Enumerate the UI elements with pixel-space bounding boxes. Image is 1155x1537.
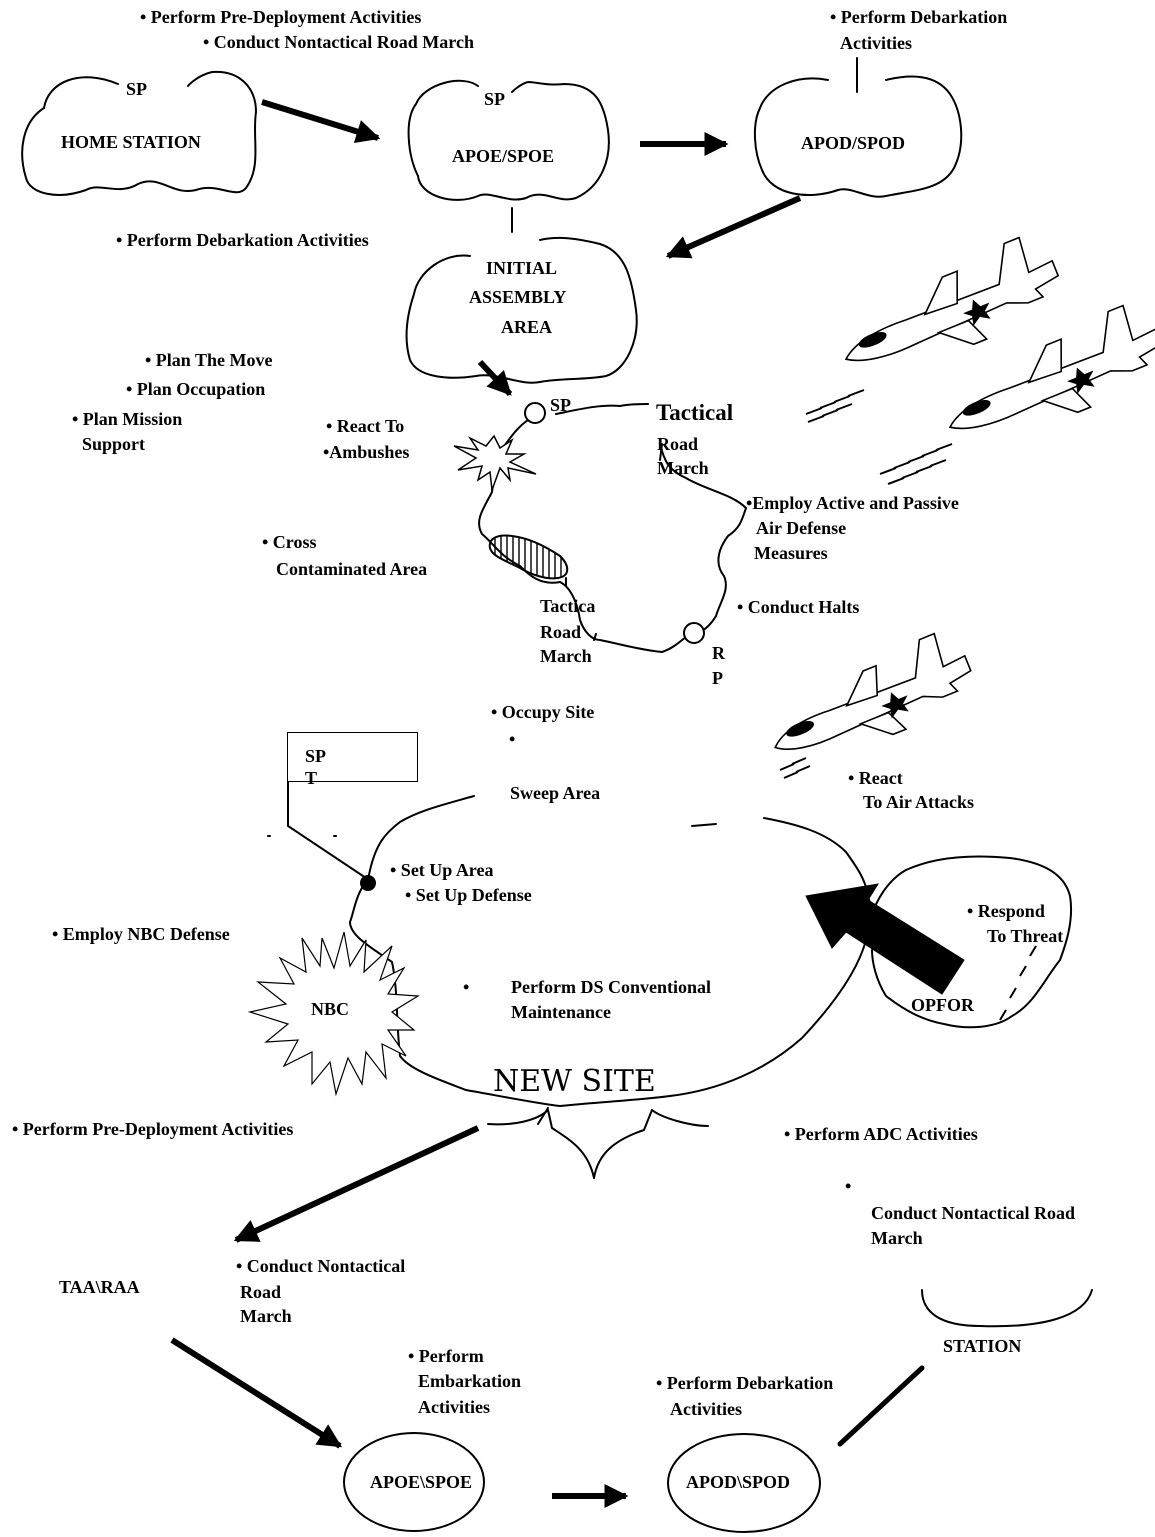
label-apod-spod-bottom: APOD\SPOD: [686, 1472, 791, 1492]
label-area: AREA: [501, 317, 553, 337]
label-cross: • Cross: [262, 532, 317, 552]
label-occupy-bullet: •: [509, 729, 516, 749]
label-sp-home: SP: [126, 79, 148, 99]
label-sp-apoe: SP: [484, 89, 506, 109]
label-plan-occupation: • Plan Occupation: [126, 379, 266, 399]
label-pre-deployment-bottom: • Perform Pre-Deployment Activities: [12, 1119, 294, 1139]
label-apoe-spoe: APOE/SPOE: [452, 146, 555, 166]
contrail-lines: [779, 389, 1037, 1021]
initial-assembly-area: [405, 236, 638, 384]
apod-spod-area: [753, 75, 963, 198]
label-adc-bullet: •: [845, 1176, 852, 1196]
sp-node: [524, 402, 546, 424]
label-ds-maintenance: Perform DS Conventional: [511, 977, 711, 997]
label-opfor: OPFOR: [911, 995, 974, 1015]
label-debarkation-top-2: Activities: [840, 33, 912, 53]
new-site-brace: [487, 1109, 709, 1179]
label-nontactical-bottom: • Conduct Nontactical: [236, 1256, 406, 1276]
label-road-1: Road: [657, 434, 699, 454]
station-arc: [921, 1289, 1093, 1328]
label-nontactical-right: Conduct Nontactical Road: [871, 1203, 1076, 1223]
contaminated-area: [488, 534, 569, 580]
label-taa-raa: TAA\RAA: [59, 1277, 140, 1297]
label-new-site: NEW SITE: [493, 1064, 656, 1099]
enemy-aircraft-icon: [774, 236, 1155, 750]
label-air-defense: Air Defense: [756, 518, 847, 538]
apoe-spoe-area: [407, 79, 610, 201]
label-maintenance: Maintenance: [511, 1002, 611, 1022]
ambush-burst-icon: [453, 434, 537, 491]
label-plan-mission: • Plan Mission: [72, 409, 183, 429]
label-debark-bottom-activities: Activities: [670, 1399, 742, 1419]
label-apod-spod: APOD/SPOD: [801, 133, 906, 153]
label-employ-nbc: • Employ NBC Defense: [52, 924, 230, 944]
rp-node: [683, 622, 705, 644]
label-pre-deployment-top: • Perform Pre-Deployment Activities: [140, 7, 422, 27]
spt-box: [287, 732, 418, 782]
apod-spod-oval: [667, 1433, 821, 1533]
label-nontactical-right-march: March: [871, 1228, 923, 1248]
label-respond: • Respond: [967, 901, 1045, 921]
label-to-threat: To Threat: [987, 926, 1064, 946]
label-rp-r: R: [712, 643, 725, 663]
label-spt-sp: SP: [305, 746, 327, 766]
label-contaminated-area: Contaminated Area: [276, 559, 428, 579]
label-road-2: Road: [540, 622, 582, 642]
label-nontactical-bottom-road: Road: [240, 1282, 282, 1302]
label-assembly: ASSEMBLY: [469, 287, 567, 307]
label-spt-t: T: [305, 768, 318, 788]
label-react-air: • React: [848, 768, 903, 788]
label-tactica: Tactica: [540, 596, 596, 616]
label-react-to: • React To: [326, 416, 405, 436]
label-measures: Measures: [754, 543, 828, 563]
opfor-attack-arrow: [805, 883, 965, 995]
nbc-burst-icon: [247, 931, 420, 1097]
label-march-1: March: [657, 458, 709, 478]
label-sp-route: SP: [550, 395, 572, 415]
label-debarkation-top: • Perform Debarkation: [830, 7, 1008, 27]
label-embark-activities: Activities: [418, 1397, 490, 1417]
label-debark-bottom: • Perform Debarkation: [656, 1373, 834, 1393]
label-ambushes: •Ambushes: [323, 442, 410, 462]
label-apoe-spoe-bottom: APOE\SPOE: [370, 1472, 473, 1492]
label-tactical: Tactical: [656, 400, 734, 425]
label-embarkation: Embarkation: [418, 1371, 522, 1391]
label-ds-bullet: •: [463, 977, 470, 997]
label-plan-move: • Plan The Move: [145, 350, 273, 370]
label-perform-debarkation: • Perform Debarkation Activities: [116, 230, 369, 250]
label-nontactical-bottom-march: March: [240, 1306, 292, 1326]
label-perform-embark: • Perform: [408, 1346, 484, 1366]
label-nontactical-march-top: • Conduct Nontactical Road March: [203, 32, 474, 52]
label-initial: INITIAL: [486, 258, 558, 278]
label-adc-activities: • Perform ADC Activities: [784, 1124, 978, 1144]
label-sweep-area: Sweep Area: [510, 783, 601, 803]
label-set-up-defense: • Set Up Defense: [405, 885, 532, 905]
site-entry-node: [360, 875, 376, 891]
label-rp-p: P: [712, 668, 723, 688]
label-plan-mission-support: Support: [82, 434, 146, 454]
home-station-area: [21, 70, 258, 196]
label-conduct-halts: • Conduct Halts: [737, 597, 860, 617]
label-station: STATION: [943, 1336, 1022, 1356]
new-site-perimeter: [348, 795, 872, 1108]
apoe-spoe-oval: [343, 1432, 485, 1532]
label-home-station: HOME STATION: [61, 132, 201, 152]
opfor-area: [869, 855, 1073, 1029]
label-march-2: March: [540, 646, 592, 666]
label-set-up-area: • Set Up Area: [390, 860, 494, 880]
label-to-air-attacks: To Air Attacks: [863, 792, 975, 812]
label-nbc: NBC: [311, 999, 350, 1019]
label-employ-air-defense: •Employ Active and Passive: [746, 493, 959, 513]
label-occupy-site: • Occupy Site: [491, 702, 595, 722]
